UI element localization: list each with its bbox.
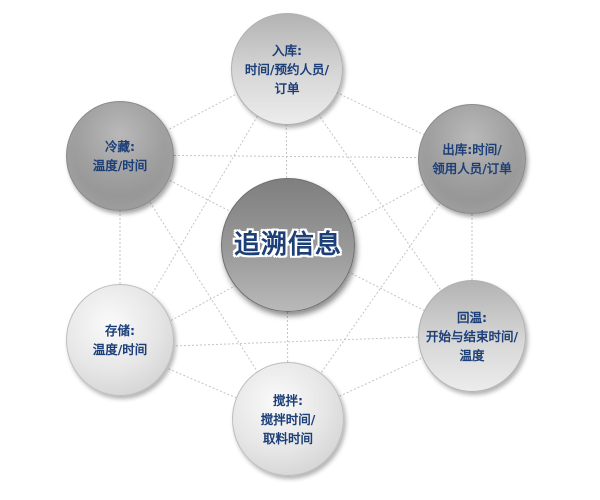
node-rewarming: 回温: 开始与结束时间/ 温度 [418,280,526,392]
node-inbound-label: 入库: 时间/预约人员/ 订单 [244,42,330,96]
node-center-traceability: 追溯信息 [221,178,355,312]
node-storage: 存储: 温度/时间 [66,284,174,396]
node-storage-label: 存储: 温度/时间 [92,323,148,357]
node-outbound: 出库:时间/ 领用人员/订单 [418,104,526,214]
node-inbound: 入库: 时间/预约人员/ 订单 [231,13,343,125]
node-rewarming-label: 回温: 开始与结束时间/ 温度 [425,309,519,363]
node-mixing-label: 搅拌: 搅拌时间/ 取料时间 [260,392,316,446]
center-title: 追溯信息 [233,230,342,260]
node-mixing: 搅拌: 搅拌时间/ 取料时间 [232,362,344,476]
node-refrigeration: 冷藏: 温度/时间 [66,101,174,211]
node-outbound-label: 出库:时间/ 领用人员/订单 [432,142,512,176]
node-refrigeration-label: 冷藏: 温度/时间 [92,139,148,173]
